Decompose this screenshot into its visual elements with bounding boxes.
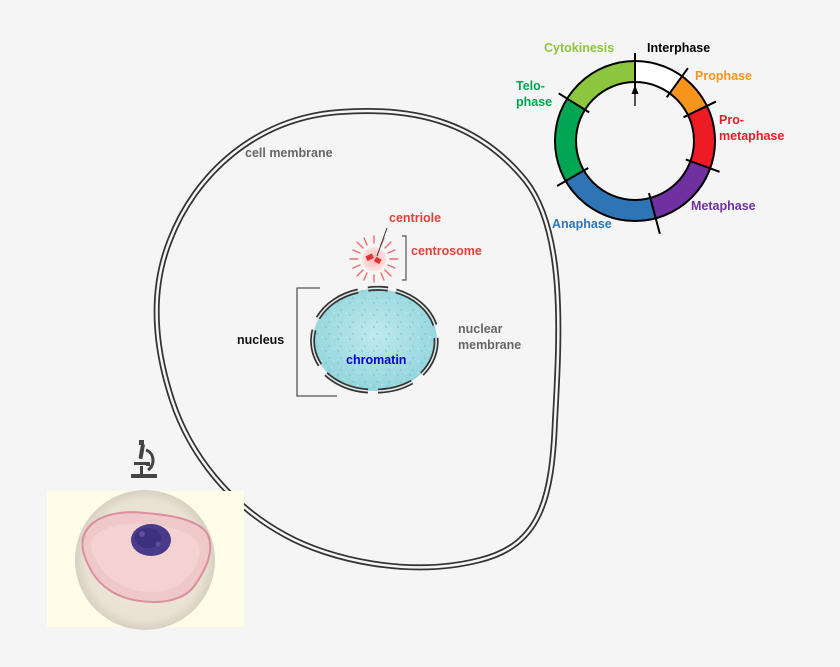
centrosome [349, 235, 399, 283]
phase-divider-2 [683, 100, 717, 119]
nuclear-membrane-label-line1: nuclear [458, 322, 503, 336]
cell-membrane-label: cell membrane [245, 146, 333, 160]
microscope-icon [131, 440, 157, 478]
centriole-pointer [376, 227, 388, 257]
cell-membrane [153, 107, 562, 571]
anaphase-label: Anaphase [552, 217, 612, 231]
nucleus-label: nucleus [237, 333, 284, 347]
interphase-arrowhead [631, 85, 639, 94]
phase-divider-4 [648, 192, 661, 234]
phase-divider-3 [685, 158, 720, 173]
centrosome-label: centrosome [411, 244, 482, 258]
nuclear-membrane [310, 285, 439, 394]
prometaphase-label-line2: metaphase [719, 129, 784, 143]
phase-divider-1 [665, 67, 689, 98]
prophase-segment [669, 76, 707, 116]
telophase-segment [555, 98, 585, 181]
telophase-label-line1: Telo- [516, 79, 545, 93]
phase-divider-6 [558, 92, 590, 114]
interphase-label: Interphase [647, 41, 710, 55]
cytokinesis-label: Cytokinesis [544, 41, 614, 55]
phase-divider-5 [556, 167, 589, 187]
nuclear-membrane-label-line2: membrane [458, 338, 521, 352]
cytokinesis-segment [567, 61, 635, 110]
centriole [365, 253, 382, 265]
centrosome-bracket [402, 235, 407, 281]
cell-cycle-ring [554, 53, 720, 234]
prophase-label: Prophase [695, 69, 752, 83]
prometaphase-segment [688, 105, 715, 169]
telophase-label-line2: phase [516, 95, 552, 109]
nucleus [310, 285, 439, 394]
chromatin-label: chromatin [346, 353, 406, 367]
metaphase-label: Metaphase [691, 199, 756, 213]
centriole-label: centriole [389, 211, 441, 225]
metaphase-segment [650, 161, 711, 219]
prometaphase-label-line1: Pro- [719, 113, 744, 127]
interphase-segment [635, 61, 683, 94]
nucleus-bracket [296, 287, 337, 397]
cell-micrograph [47, 490, 244, 630]
